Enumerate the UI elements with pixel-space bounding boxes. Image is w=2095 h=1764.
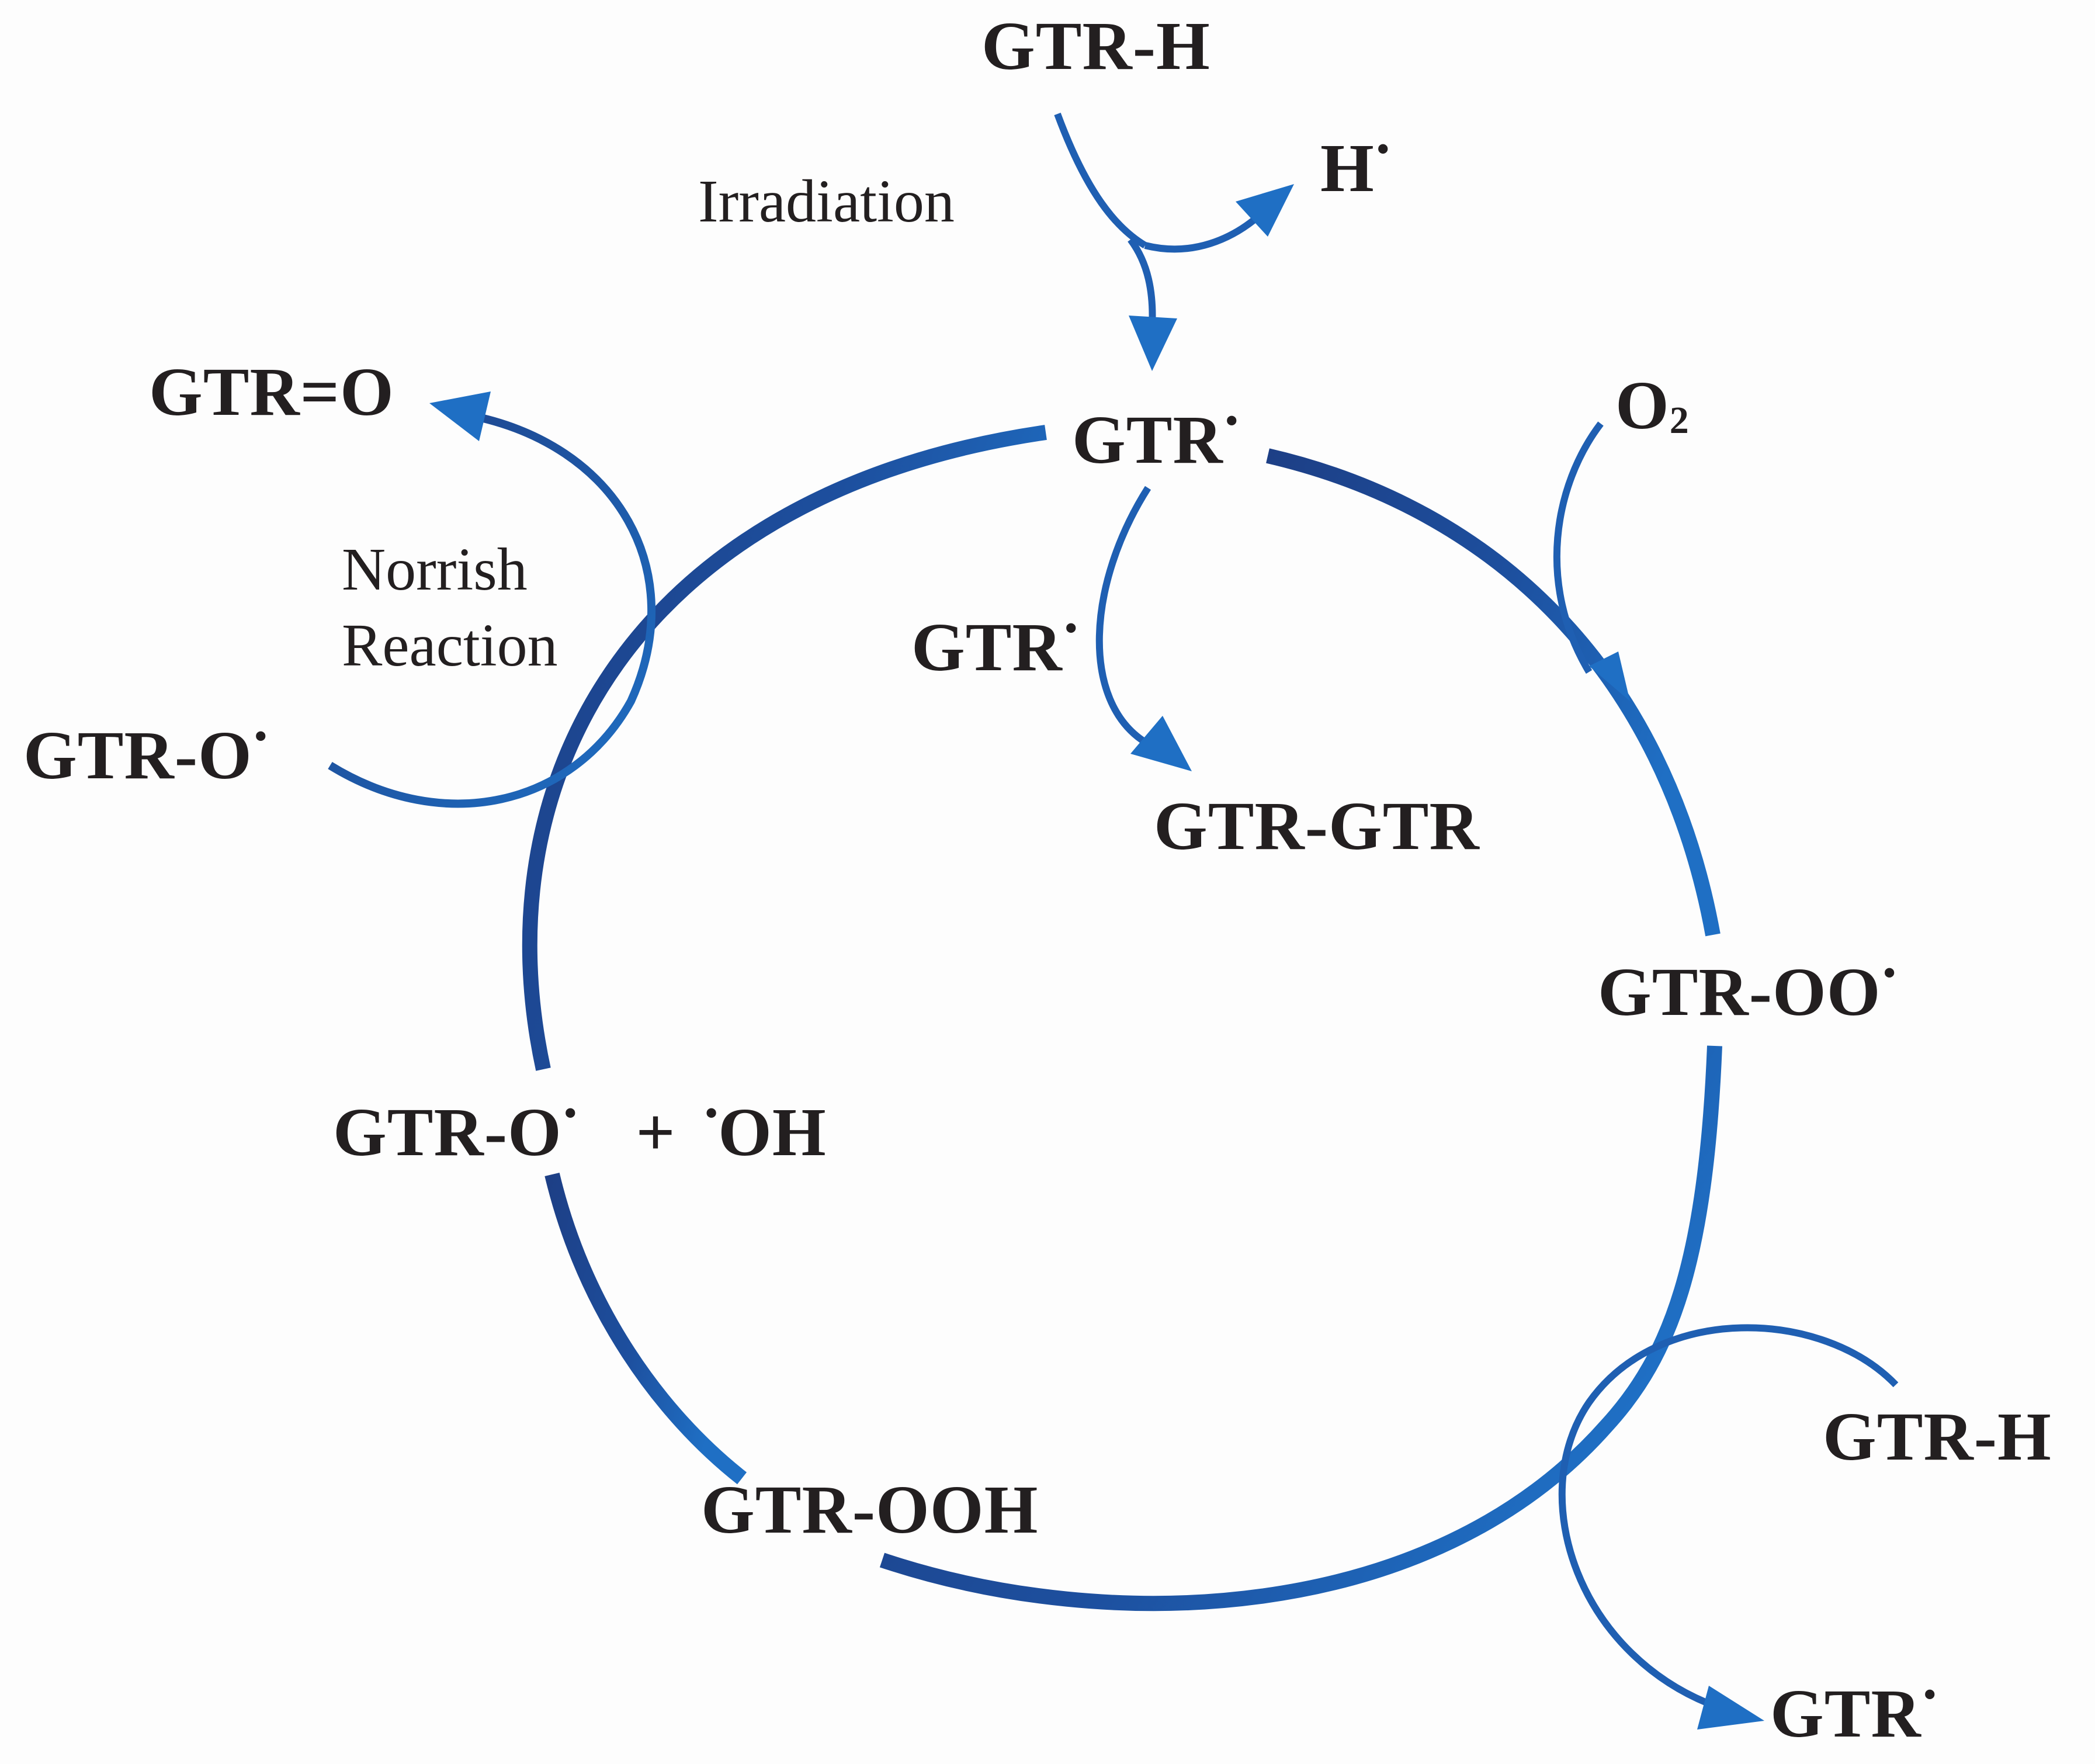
- arrowhead-gtr-radical-bottom: [1697, 1686, 1764, 1730]
- o2-subscript: 2: [1669, 399, 1690, 442]
- species-h-radical: H•: [1320, 130, 1390, 206]
- ring-arc-right: [1266, 448, 1721, 937]
- species-gtr-radical-bottom: GTR•: [1770, 1675, 1937, 1752]
- radical-dot: •: [1883, 954, 1896, 992]
- hydroxyl-radical: OH: [718, 1094, 827, 1170]
- radical-dot: •: [1376, 130, 1390, 168]
- plus-sign: +: [636, 1094, 676, 1170]
- radical-dot: •: [1923, 1675, 1937, 1714]
- ring-arc-left-upper: [522, 425, 1047, 1071]
- species-gtr-eq-o: GTR=O: [149, 354, 394, 430]
- recombination-arrow: [1095, 486, 1151, 746]
- radical-dot: •: [1225, 401, 1239, 440]
- species-gtr-h-top: GTR-H: [981, 8, 1210, 84]
- ring-arc-left-lower: [544, 1172, 747, 1485]
- species-gtr-ooh: GTR-OOH: [701, 1471, 1039, 1548]
- arrowhead-h-radical: [1236, 184, 1294, 237]
- radical-dot: •: [254, 717, 268, 755]
- species-gtr-gtr: GTR-GTR: [1154, 788, 1480, 864]
- radical-dot: •: [705, 1094, 719, 1132]
- species-gtr-oo-radical: GTR-OO•: [1598, 954, 1896, 1030]
- radical-dot: •: [1064, 609, 1078, 647]
- arrowhead-oxygen: [1589, 651, 1630, 701]
- arrowhead-gtr-gtr: [1130, 716, 1192, 771]
- irradiation-stem: [1054, 112, 1147, 249]
- irradiation-arrows: [1054, 112, 1265, 328]
- radical-dot: •: [564, 1094, 577, 1132]
- h-abstraction-arc: [1558, 1324, 1899, 1713]
- ring-arc-bottom: [879, 1045, 1722, 1611]
- arrow-to-gtr-radical: [1128, 237, 1156, 328]
- cycle-ring: [522, 425, 1722, 1611]
- species-gtr-radical-top: GTR•: [1072, 401, 1239, 478]
- norrish-reaction-label: Norrish Reaction: [342, 536, 558, 679]
- norrish-arc: [328, 411, 655, 808]
- arrowhead-gtr-radical: [1129, 316, 1177, 371]
- species-gtr-h-bottom: GTR-H: [1823, 1398, 2052, 1475]
- species-o2: O2: [1615, 367, 1690, 443]
- species-gtr-o-radical-plus-oh: GTR-O• + •OH: [333, 1094, 827, 1170]
- arrow-to-h-radical: [1144, 210, 1265, 253]
- oxygen-addition-arrow: [1553, 421, 1604, 674]
- irradiation-label: Irradiation: [698, 168, 955, 235]
- arrowhead-gtr-eq-o: [429, 391, 491, 441]
- species-gtr-radical-middle: GTR•: [911, 609, 1078, 685]
- species-gtr-o-radical-left: GTR-O•: [23, 717, 268, 793]
